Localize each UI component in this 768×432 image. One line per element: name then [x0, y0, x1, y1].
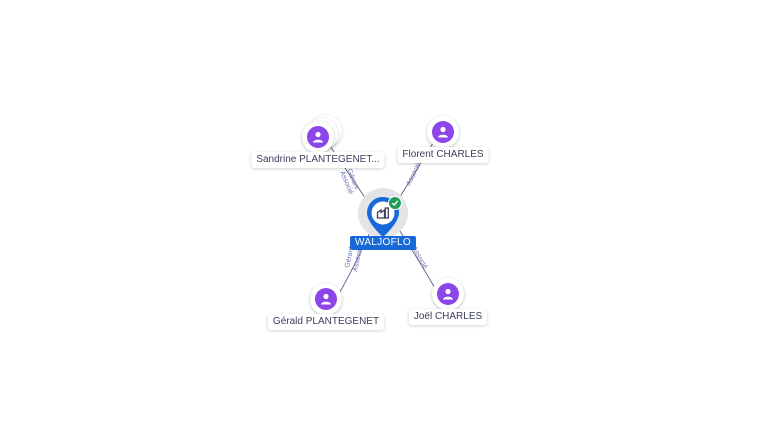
factory-icon: [376, 207, 389, 219]
edge-label-gerald-2: Associé: [352, 247, 364, 273]
person-node-joel[interactable]: [432, 278, 464, 310]
person-node-gerald[interactable]: [310, 283, 342, 315]
person-icon: [437, 283, 459, 305]
person-icon: [315, 288, 337, 310]
person-label-florent[interactable]: Florent CHARLES: [397, 147, 489, 163]
company-label[interactable]: WALJOFLO: [350, 236, 416, 250]
edge-joel: [397, 227, 437, 291]
edge-gerald: [339, 227, 373, 293]
person-label-sandrine[interactable]: Sandrine PLANTEGENET...: [251, 152, 385, 168]
person-node-florent[interactable]: [427, 116, 459, 148]
person-label-joel[interactable]: Joël CHARLES: [408, 309, 488, 325]
verified-check-icon: [388, 196, 402, 210]
person-node-sandrine[interactable]: [302, 115, 342, 153]
person-icon: [307, 126, 329, 148]
person-label-gerald[interactable]: Gérald PLANTEGENET: [267, 314, 385, 330]
person-icon: [432, 121, 454, 143]
edge-label-florent-1: Associé: [406, 162, 423, 187]
edge-label-gerald-1: Gérant: [344, 246, 355, 268]
